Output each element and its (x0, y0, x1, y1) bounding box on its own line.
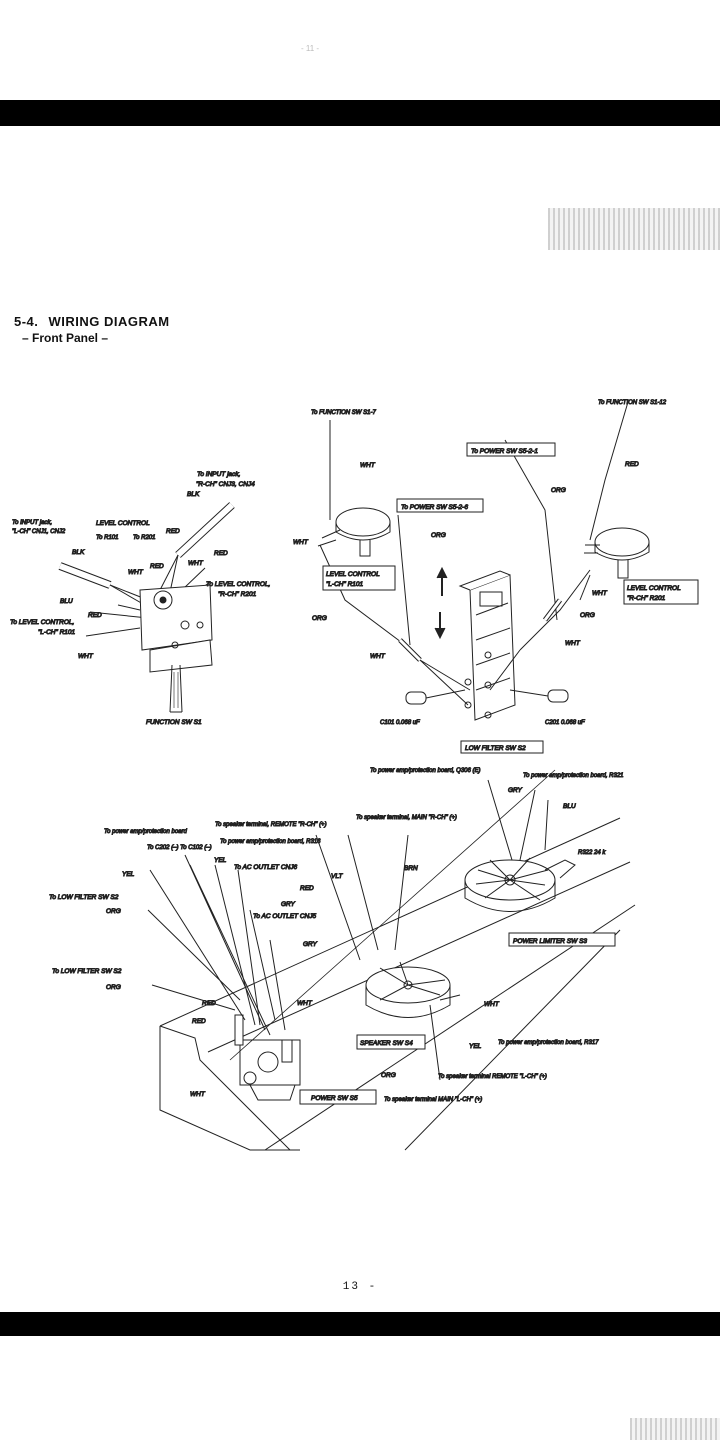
left-level-control: LEVEL CONTROL (96, 520, 150, 527)
bottom-ac-cnj5: To AC OUTLET CNJ5 (253, 913, 316, 920)
bottom-gry-c: GRY (303, 941, 318, 948)
bottom-red-b: RED (300, 885, 314, 892)
bottom-org-g: ORG (381, 1072, 396, 1079)
low-filter-assembly (317, 401, 699, 754)
bottom-gry-b: GRY (281, 901, 296, 908)
bottom-r321: To power amp/protection board, R321 (523, 773, 624, 779)
right-low-filter: LOW FILTER SW S2 (465, 745, 526, 752)
right-to-power-s526: To POWER SW S5-2-6 (401, 504, 468, 511)
bottom-spk-main-r: To speaker terminal, MAIN "R-CH" (+) (356, 815, 457, 821)
right-level-l-2: "L-CH" R101 (326, 581, 364, 588)
right-red-a: RED (625, 461, 639, 468)
section-title: WIRING DIAGRAM (48, 314, 170, 329)
top-black-bar (0, 100, 720, 126)
bottom-yel-c: YEL (469, 1043, 482, 1050)
bottom-power-limiter: POWER LIMITER SW S3 (513, 938, 587, 945)
left-red-3: RED (214, 550, 228, 557)
top-mark: - 11 - (300, 44, 320, 53)
section-heading: 5-4. WIRING DIAGRAM (14, 314, 170, 329)
right-wht-a: WHT (360, 462, 376, 469)
page-number: 13 - (342, 1281, 378, 1293)
left-wht-1: WHT (128, 569, 144, 576)
bottom-to-low-1: To LOW FILTER SW S2 (49, 894, 119, 901)
scan-noise-top (548, 208, 720, 250)
left-to-level-l2: "L-CH" R101 (38, 629, 76, 636)
bottom-pa-r316: To power amp/protection board, R316 (220, 839, 321, 845)
left-to-level-r: To LEVEL CONTROL, (206, 581, 270, 588)
bottom-yel-b: YEL (122, 871, 135, 878)
bottom-wht-f: WHT (297, 1000, 313, 1007)
right-org-b: ORG (431, 532, 446, 539)
right-org-d: ORG (312, 615, 327, 622)
left-to-input-r: To INPUT jack, (197, 471, 241, 478)
right-wht-e: WHT (370, 653, 386, 660)
left-to-input-r2: "R-CH" CNJ3, CNJ4 (196, 481, 255, 488)
right-level-l-1: LEVEL CONTROL (326, 571, 380, 578)
left-to-r201: To R201 (133, 535, 155, 541)
right-wht-b: WHT (293, 539, 309, 546)
left-blk-2: BLK (72, 549, 85, 556)
bottom-speaker-sw: SPEAKER SW S4 (360, 1040, 413, 1047)
bottom-gry-a: GRY (508, 787, 523, 794)
bottom-org-e: ORG (106, 908, 121, 915)
right-level-r-1: LEVEL CONTROL (627, 585, 681, 592)
bottom-pa-r317: To power amp/protection board, R317 (498, 1040, 599, 1046)
bottom-blu-a: BLU (563, 803, 576, 810)
right-org-a: ORG (551, 487, 566, 494)
left-to-input-l2: "L-CH" CNJ1, CNJ2 (12, 529, 66, 535)
section-subtitle: – Front Panel – (22, 331, 109, 345)
bottom-spk-main-l: To speaker terminal MAIN "L-CH" (+) (384, 1097, 482, 1103)
left-to-level-l: To LEVEL CONTROL, (10, 619, 74, 626)
left-red-1: RED (166, 528, 180, 535)
left-wht-2: WHT (188, 560, 204, 567)
right-c101: C101 0.068 uF (380, 720, 420, 726)
bottom-spk-remote-r: To speaker terminal, REMOTE "R-CH" (+) (215, 822, 327, 828)
scan-noise-bottom (630, 1418, 720, 1440)
left-to-input-l: To INPUT jack, (12, 520, 52, 526)
bottom-red-c: RED (202, 1000, 216, 1007)
bottom-vlt: VLT (331, 873, 343, 880)
bottom-r322: R322 24 k (578, 850, 606, 856)
bottom-c202: To C202 (–) To C102 (–) (147, 845, 212, 851)
left-to-level-r2: "R-CH" R201 (218, 591, 257, 598)
bottom-red-d: RED (192, 1018, 206, 1025)
left-function-sw: FUNCTION SW S1 (146, 719, 202, 726)
left-red-4: RED (88, 612, 102, 619)
bottom-black-bar (0, 1312, 720, 1336)
bottom-to-low-2: To LOW FILTER SW S2 (52, 968, 122, 975)
right-level-r-2: "R-CH" R201 (627, 595, 666, 602)
bottom-wht-h: WHT (190, 1091, 206, 1098)
bottom-yel-a: YEL (214, 857, 227, 864)
right-c201: C201 0.068 uF (545, 720, 585, 726)
right-wht-c: WHT (592, 590, 608, 597)
section-number: 5-4. (14, 314, 39, 329)
left-blu: BLU (60, 598, 73, 605)
left-wht-3: WHT (78, 653, 94, 660)
right-wht-d: WHT (565, 640, 581, 647)
chassis-assembly (147, 769, 636, 1151)
left-blk-top: BLK (187, 491, 200, 498)
bottom-ac-cnj6: To AC OUTLET CNJ6 (234, 864, 297, 871)
right-org-c: ORG (580, 612, 595, 619)
right-to-func-12: To FUNCTION SW S1-12 (598, 400, 667, 406)
right-to-func-7: To FUNCTION SW S1-7 (311, 410, 376, 416)
bottom-brn: BRN (404, 865, 418, 872)
left-red-2: RED (150, 563, 164, 570)
bottom-org-f: ORG (106, 984, 121, 991)
left-to-r101: To R101 (96, 535, 118, 541)
bottom-wht-g: WHT (484, 1001, 500, 1008)
bottom-spk-remote-l: To speaker terminal REMOTE "L-CH" (+) (438, 1074, 547, 1080)
bottom-power-sw: POWER SW S5 (311, 1095, 358, 1102)
bottom-pa-board: To power amp/protection board (104, 829, 187, 835)
function-switch-assembly (58, 502, 235, 713)
right-to-power-s521: To POWER SW S5-2-1 (471, 448, 538, 455)
bottom-q306: To power amp/protection board, Q306 (E) (370, 768, 481, 774)
